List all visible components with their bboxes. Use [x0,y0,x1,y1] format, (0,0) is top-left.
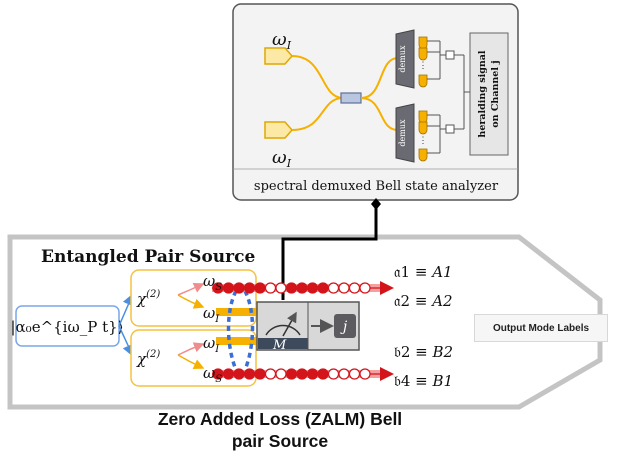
photon-bead [222,282,235,294]
fiber-bottom-in [291,97,344,131]
photon-bead [233,368,245,380]
beamsplitter-icon [340,92,362,104]
photon-bead [264,282,277,294]
photon-bead [327,282,340,294]
mode-label-signal-top: ωS [203,272,222,293]
photon-bead [348,368,361,380]
coincidence-box-bottom-icon [445,124,455,134]
photon-bead [306,282,319,294]
photon-bead [285,282,298,294]
pump-state-label: |α₀e^{iω_P t}⟩ [11,318,124,336]
detectors-top: ⋮ [419,36,464,88]
photon-bead [275,368,287,380]
meter-dial-icon [265,324,301,336]
register-box [334,314,356,338]
demux-bottom-label: demux [398,119,407,147]
signal-arrow-bottom [177,342,205,356]
photon-bead [317,282,329,294]
meter-needle-icon [282,311,297,337]
photon-bead [306,368,319,380]
heralding-signal-box [469,32,509,156]
mode-label-idler-bottom: ωI [203,334,220,355]
pump-arrow-top [118,293,134,327]
mode-label-idler-top: ωI [203,304,220,325]
photon-beam-bottom [212,367,394,381]
demux-top-label: demux [398,45,407,73]
photon-bead [359,282,371,294]
photon-bead [338,368,350,380]
photon-bead [348,282,361,294]
detectors-bottom: ⋮ [419,110,464,162]
idler-fiber-top [216,308,260,316]
chi2-bottom-label: χ(2) [136,349,160,368]
beam-bottom-arrowhead [380,367,394,381]
coincidence-box-top-icon [445,50,455,60]
photon-bead [233,282,245,294]
mode-label-signal-bottom: ωS [203,364,222,385]
beam-top-arrowhead [380,281,394,295]
bell-state-analyzer: demux demux ⋮ ⋮ [232,3,519,201]
idler-arrow-top [177,294,205,309]
fiber-bottom-out [360,97,399,131]
fiber-top-in [291,55,344,99]
pump-arrow-bottom [118,325,134,357]
caption-line1: Zero Added Loss (ZALM) Bell [157,409,403,429]
input-port-top-icon [264,47,293,65]
output-label-b2: 𝔟2 ≡ B2 [394,343,453,361]
bsm-measurement-box: M j [256,301,360,353]
photon-bead [222,368,235,380]
photon-bead [254,282,266,294]
photon-bead [296,282,308,294]
photon-bead [296,368,308,380]
output-mode-labels-button[interactable]: Output Mode Labels [474,314,608,342]
photon-beam-top [212,281,394,295]
heralding-label-line2: on Channel j [490,60,501,127]
link-diamond-icon [371,198,381,210]
output-label-a1: 𝔞1 ≡ A1 [394,263,453,281]
photon-bead [359,368,371,380]
omega-bottom-label: ωI [272,147,292,170]
herald-link-line [281,201,378,300]
register-label: j [340,319,348,335]
svg-text:⋮: ⋮ [419,61,428,71]
entanglement-link-left [226,290,238,371]
demux-bottom-icon [395,103,415,163]
photon-bead [243,368,256,380]
signal-arrow-top [177,283,205,296]
heralding-label-line1: heralding signal [477,50,488,137]
entanglement-link-right [243,290,255,371]
chi2-top-label: χ(2) [136,289,160,308]
caption-line2: pair Source [231,431,329,451]
photon-bead [317,368,329,380]
demux-top-icon [395,29,415,89]
input-port-bottom-icon [264,121,293,139]
idler-arrow-bottom [177,354,205,369]
photon-bead [285,368,298,380]
photon-bead [264,368,277,380]
analyzer-caption: spectral demuxed Bell state analyzer [254,179,499,194]
output-label-a2: 𝔞2 ≡ A2 [394,292,453,310]
photon-bead [243,282,256,294]
source-title: Entangled Pair Source [41,247,255,267]
photon-bead [327,368,340,380]
omega-top-label: ωI [272,29,292,52]
photon-bead [275,282,287,294]
photon-bead [338,282,350,294]
idler-fiber-bottom [216,337,260,345]
fiber-top-out [360,57,399,99]
svg-text:⋮: ⋮ [419,136,428,146]
output-label-b1: 𝔟4 ≡ B1 [394,372,453,390]
figure-caption: Zero Added Loss (ZALM) Bell pair Source [0,408,560,452]
photon-bead [254,368,266,380]
measurement-label: M [272,338,287,353]
